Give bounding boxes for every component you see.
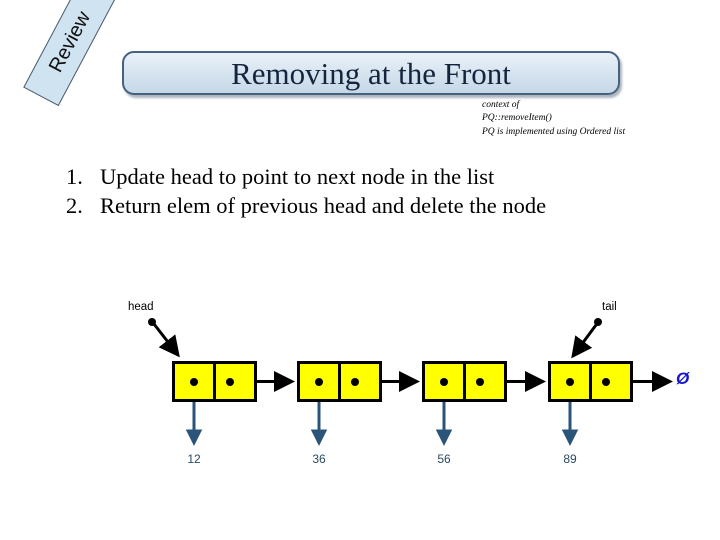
step-item: 1. Update head to point to next node in … <box>66 163 646 191</box>
step-number: 2. <box>66 193 83 219</box>
next-dot-icon <box>226 377 235 386</box>
list-node <box>422 361 507 402</box>
next-dot-icon <box>476 377 485 386</box>
context-note: context of PQ::removeItem() PQ is implem… <box>482 99 625 139</box>
list-node <box>297 361 382 402</box>
step-text: Return elem of previous head and delete … <box>100 193 547 219</box>
node-elem-cell <box>425 364 466 399</box>
node-value-label: 56 <box>437 452 451 466</box>
list-node <box>172 361 257 402</box>
node-elem-cell <box>300 364 341 399</box>
node-next-cell <box>466 364 504 399</box>
steps-list: 1. Update head to point to next node in … <box>66 163 646 222</box>
tail-label: tail <box>602 301 617 313</box>
step-text: Update head to point to next node in the… <box>100 164 495 189</box>
title-banner: Removing at the Front <box>122 51 620 95</box>
elem-dot-icon <box>315 377 323 386</box>
elem-dot-icon <box>566 377 574 386</box>
node-elem-cell <box>175 364 216 399</box>
page-title: Removing at the Front <box>231 55 511 91</box>
next-dot-icon <box>602 377 611 386</box>
node-value-label: 36 <box>312 452 326 466</box>
node-next-cell <box>216 364 254 399</box>
node-value-label: 89 <box>563 452 577 466</box>
null-symbol: Ø <box>676 369 690 388</box>
node-elem-cell <box>551 364 592 399</box>
review-tab-label: Review <box>44 7 95 76</box>
context-note-line-1: context of <box>482 100 520 110</box>
elem-dot-icon <box>440 377 448 386</box>
step-number: 1. <box>66 164 83 189</box>
context-note-line-2: PQ::removeItem() <box>482 113 552 124</box>
review-tab: Review <box>23 0 117 107</box>
list-node <box>548 361 633 402</box>
node-next-cell <box>592 364 630 399</box>
context-note-line-3: PQ is implemented using Ordered list <box>482 126 626 137</box>
head-pointer-arrow <box>148 318 180 358</box>
step-item: 2. Return elem of previous head and dele… <box>66 192 646 220</box>
next-dot-icon <box>351 377 360 386</box>
node-next-cell <box>341 364 379 399</box>
tail-pointer-arrow <box>571 318 602 359</box>
head-label: head <box>128 301 154 313</box>
elem-dot-icon <box>190 377 198 386</box>
node-value-label: 12 <box>187 452 201 466</box>
